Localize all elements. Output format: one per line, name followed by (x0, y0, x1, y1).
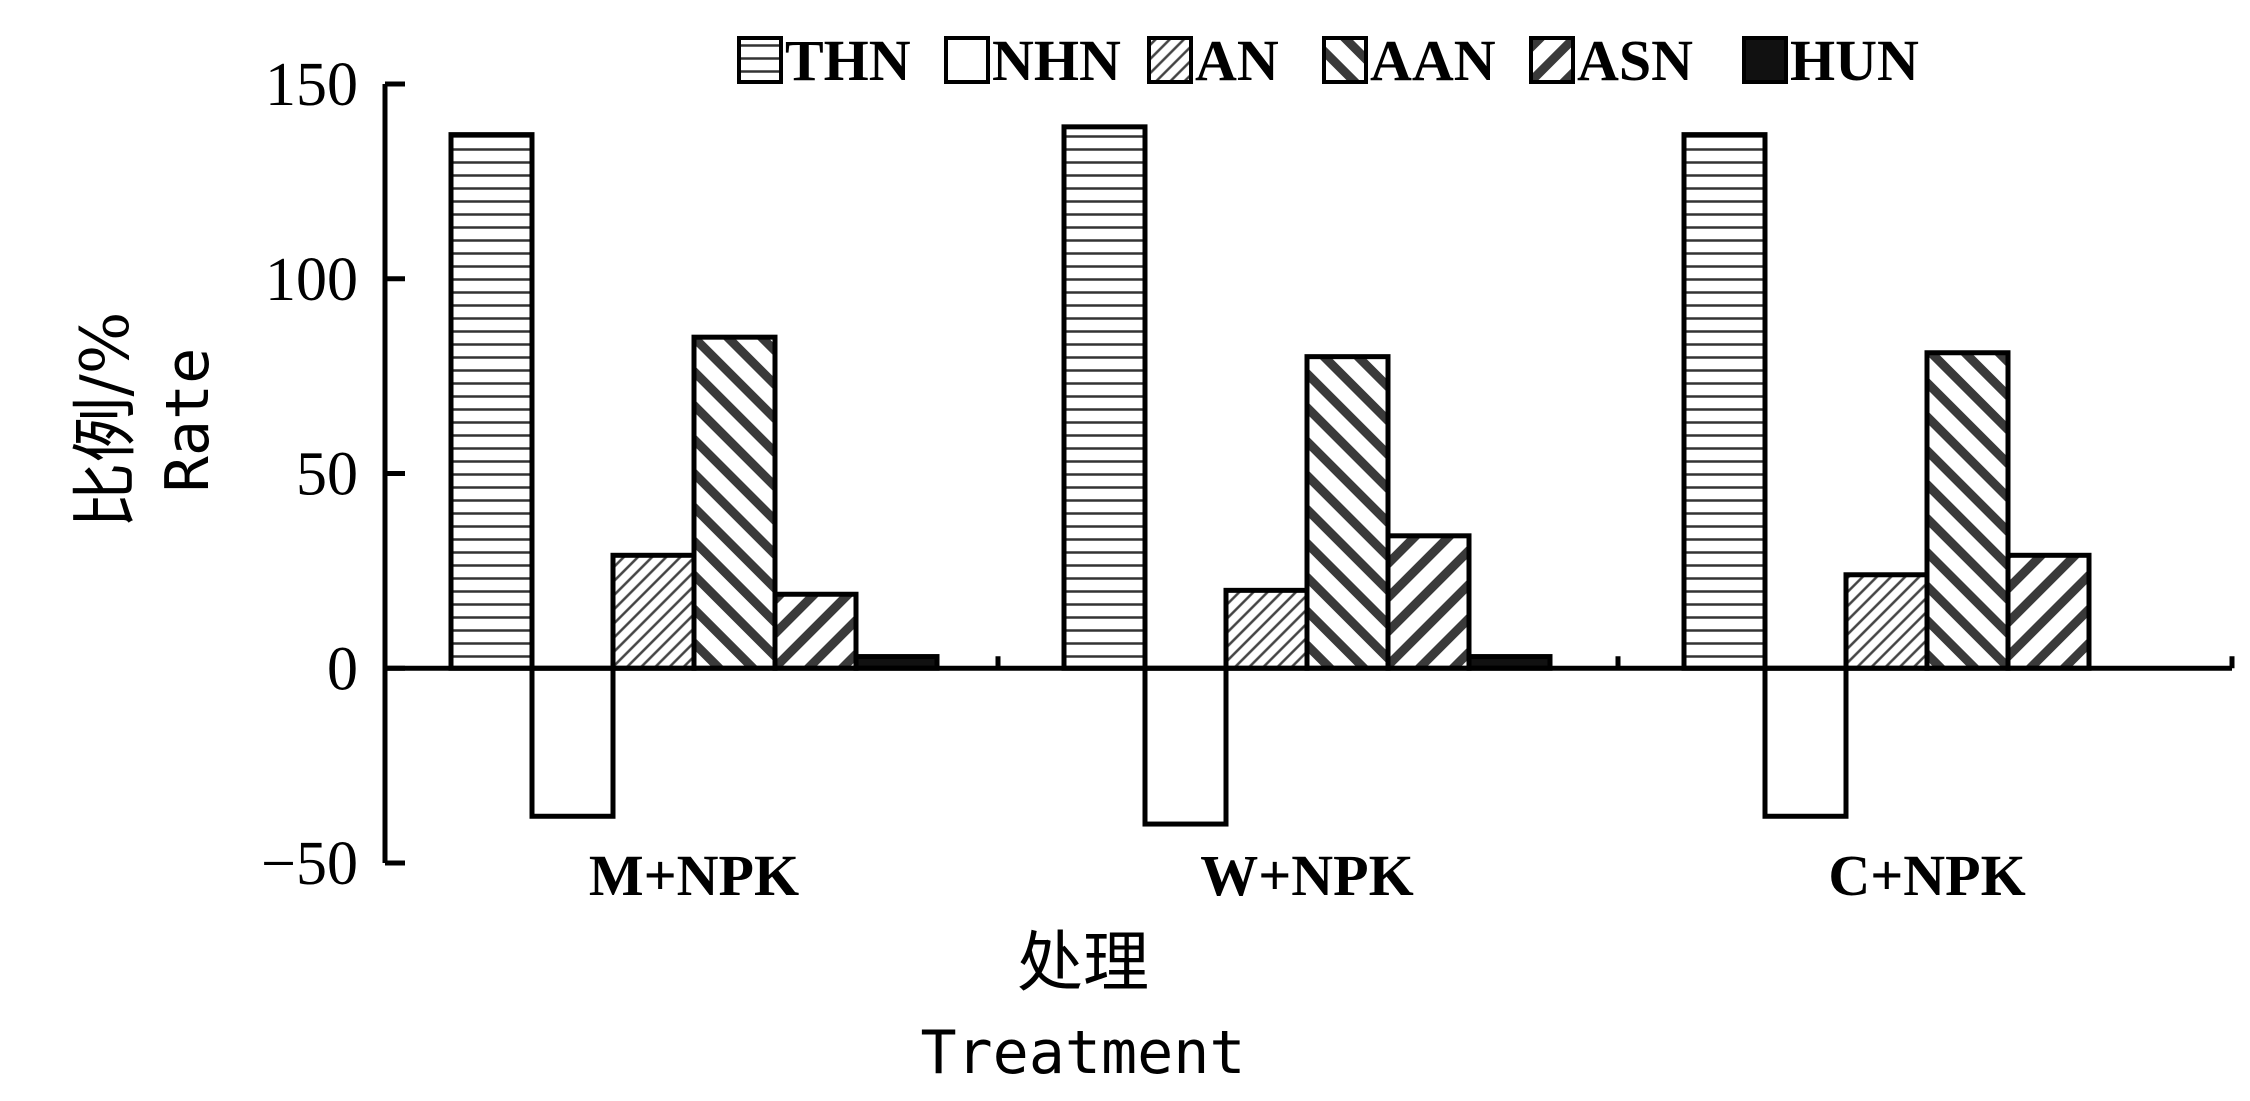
bar-asn-1 (772, 591, 859, 671)
y-tick-label: 50 (296, 441, 358, 509)
bar-aan-2 (1304, 354, 1391, 671)
legend-swatch-an (1147, 36, 1193, 84)
bars-layer (448, 124, 2092, 827)
legend-swatch-thn (737, 36, 783, 84)
legend-label-thn: THN (785, 28, 911, 93)
ticks-layer: −50 0 50 100 150 (261, 51, 405, 898)
x-axis-title-cn: 处理 (1017, 924, 1149, 1001)
y-axis-title-en: Rate (153, 348, 223, 493)
bar-aan-3 (1924, 350, 2011, 671)
x-category-label: W+NPK (1200, 843, 1413, 908)
x-category-label: M+NPK (589, 843, 799, 908)
bar-thn-2 (1061, 124, 1148, 671)
bar-nhn-1 (529, 665, 616, 819)
x-axis-title-en: Treatment (920, 1018, 1245, 1088)
y-tick-label: 100 (265, 246, 358, 314)
legend-swatch-asn (1529, 36, 1575, 84)
legend-swatch-nhn (944, 36, 990, 84)
bar-thn-1 (448, 132, 535, 671)
category-labels: M+NPK W+NPK C+NPK (589, 843, 2026, 908)
y-tick-label: −50 (261, 830, 358, 898)
legend-label-asn: ASN (1577, 28, 1693, 93)
bar-thn-3 (1681, 132, 1768, 671)
bar-nhn-2 (1142, 665, 1229, 827)
bar-an-1 (610, 552, 697, 671)
bar-an-3 (1843, 572, 1930, 671)
legend-label-nhn: NHN (992, 28, 1121, 93)
legend-label-aan: AAN (1370, 28, 1496, 93)
y-tick-label: 0 (327, 635, 358, 703)
legend-swatch-hun (1742, 36, 1788, 84)
x-category-label: C+NPK (1828, 843, 2025, 908)
bar-nhn-3 (1762, 665, 1849, 819)
bar-an-2 (1223, 587, 1310, 671)
legend-label-an: AN (1195, 28, 1279, 93)
legend-label-hun: HUN (1790, 28, 1919, 93)
bar-aan-1 (691, 334, 778, 671)
bar-asn-2 (1385, 533, 1472, 671)
legend: THN NHN AN AAN ASN HUN (737, 28, 1919, 93)
y-axis-title-cn: 比例/% (67, 312, 144, 529)
bar-asn-3 (2005, 552, 2092, 671)
y-tick-label: 150 (265, 51, 358, 119)
legend-swatch-aan (1322, 36, 1368, 84)
